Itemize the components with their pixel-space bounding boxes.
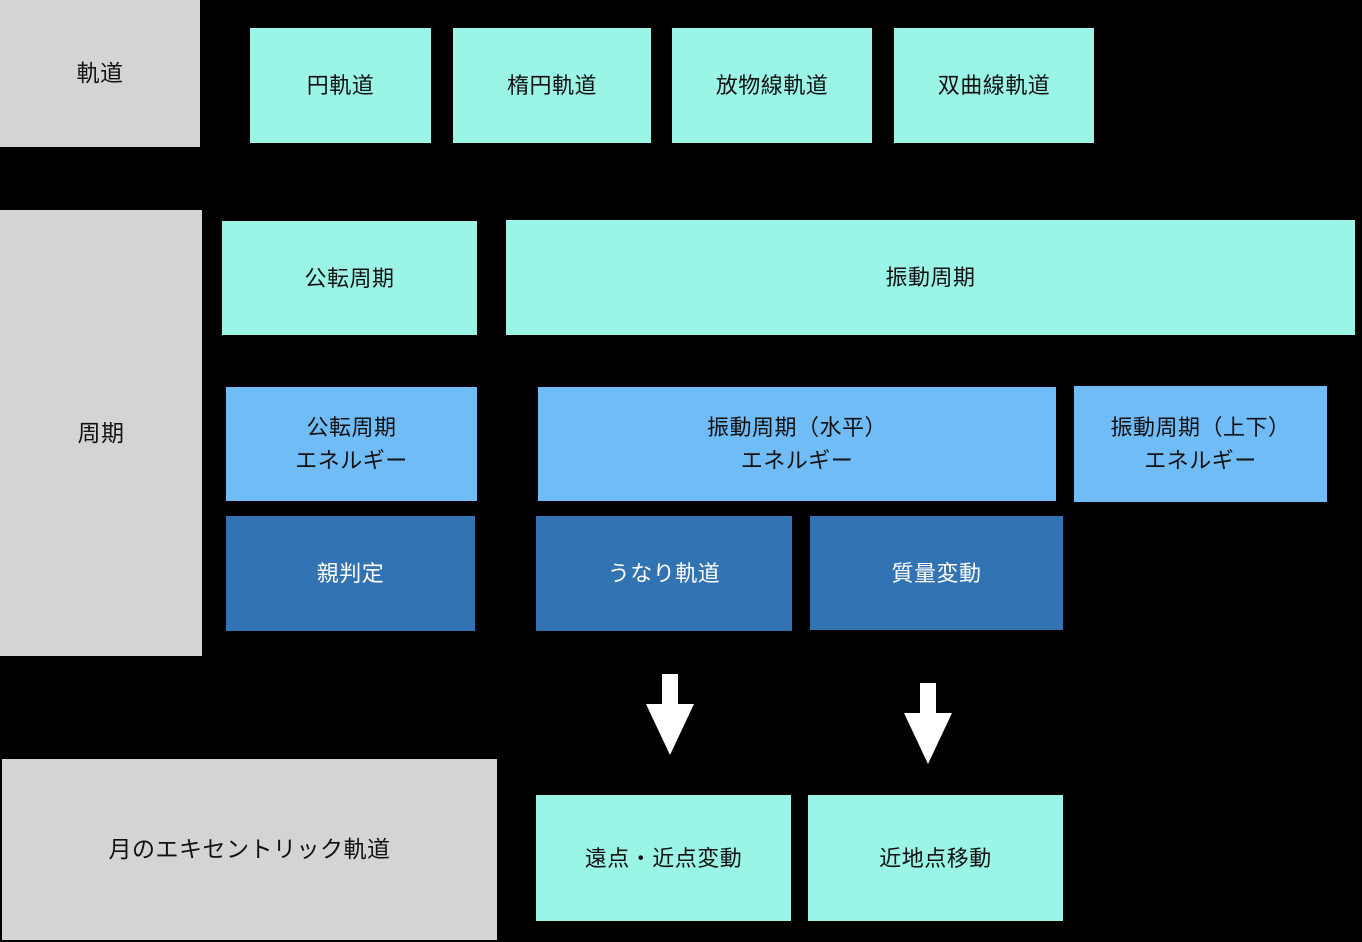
- box-oscillation-horizontal-energy: 振動周期（水平） エネルギー: [538, 387, 1056, 501]
- box-perigee-shift: 近地点移動: [808, 795, 1063, 921]
- box-oscillation-period: 振動周期: [506, 220, 1355, 335]
- header-moon-eccentric-orbit: 月のエキセントリック軌道: [2, 759, 497, 940]
- box-elliptical-orbit: 楕円軌道: [453, 28, 651, 143]
- down-arrow-icon: [904, 683, 952, 764]
- box-parent-determination: 親判定: [226, 516, 475, 631]
- box-beat-orbit: うなり軌道: [536, 516, 792, 631]
- header-period: 周期: [0, 210, 202, 656]
- box-revolution-period: 公転周期: [222, 221, 477, 335]
- box-revolution-period-energy: 公転周期 エネルギー: [226, 387, 477, 501]
- box-hyperbolic-orbit: 双曲線軌道: [894, 28, 1094, 143]
- box-circular-orbit: 円軌道: [250, 28, 431, 143]
- header-orbit: 軌道: [0, 0, 200, 147]
- box-oscillation-vertical-energy: 振動周期（上下） エネルギー: [1074, 386, 1327, 502]
- box-parabolic-orbit: 放物線軌道: [672, 28, 872, 143]
- box-apsis-variation: 遠点・近点変動: [536, 795, 791, 921]
- box-mass-variation: 質量変動: [810, 516, 1063, 630]
- down-arrow-icon: [646, 674, 694, 755]
